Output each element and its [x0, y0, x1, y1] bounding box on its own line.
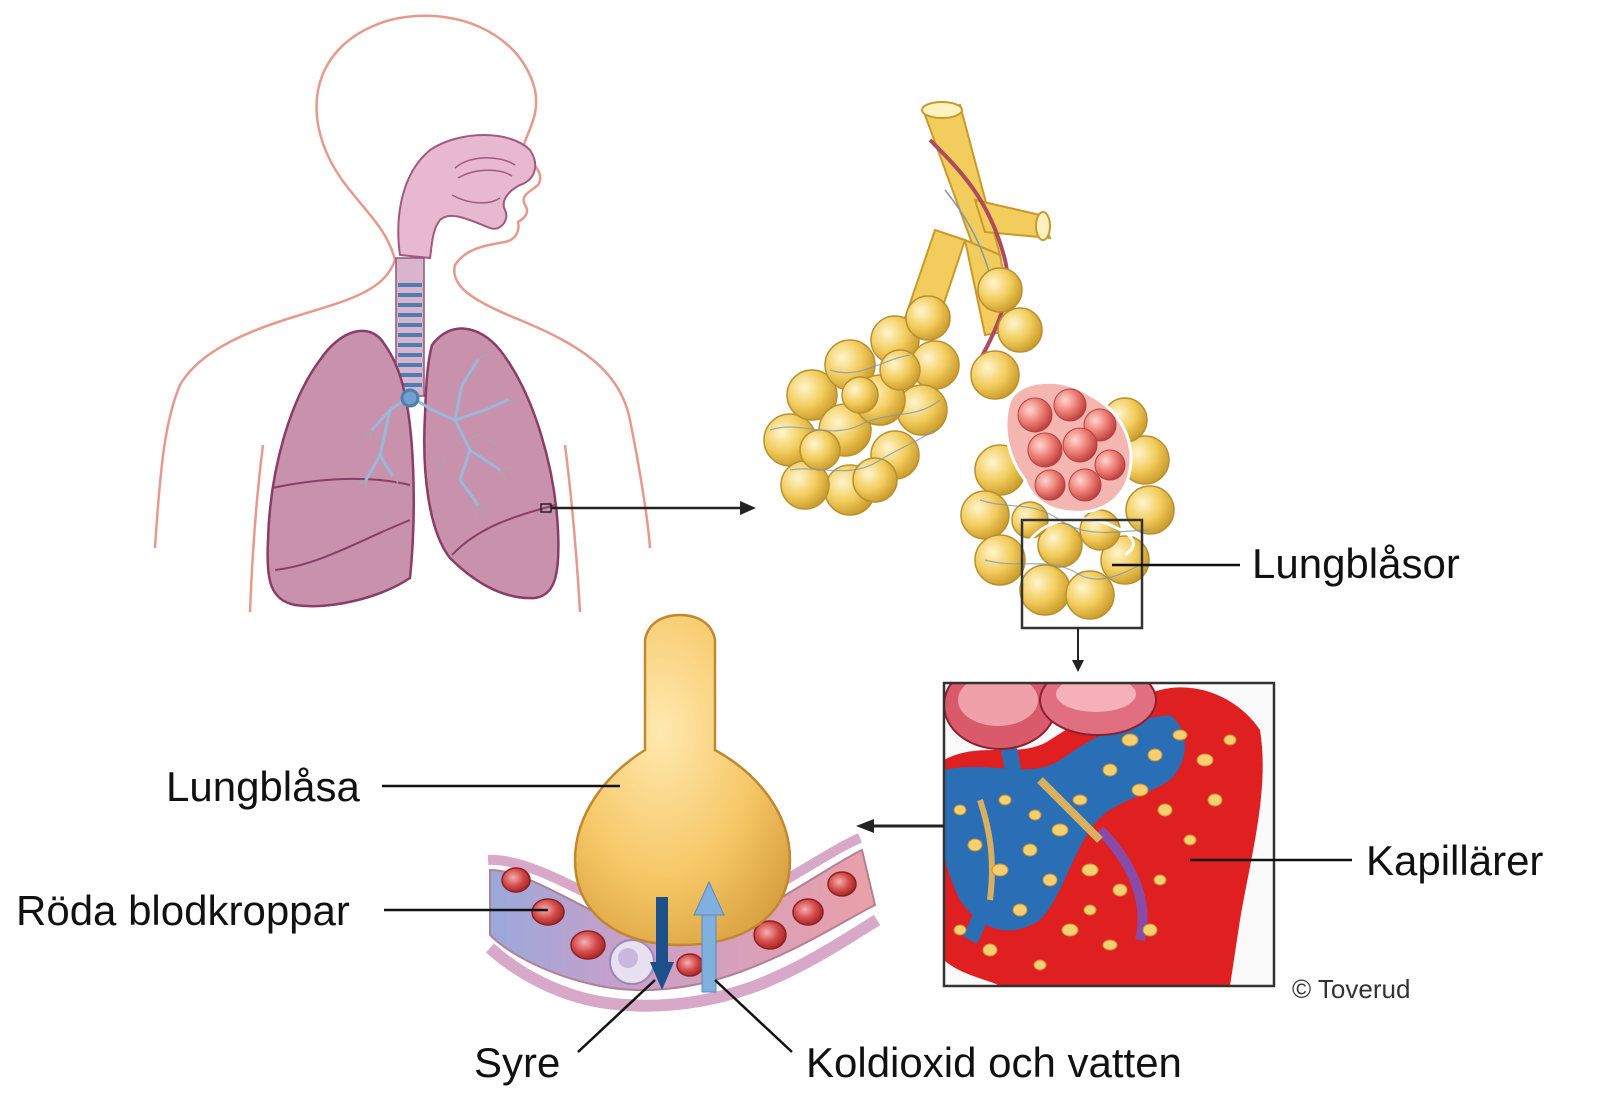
- capillary-detail: [856, 661, 1352, 986]
- arm-left-line: [250, 445, 263, 612]
- copyright-credit: © Toverud: [1292, 976, 1410, 1002]
- human-figure: [155, 16, 756, 612]
- label-syre: Syre: [474, 1042, 560, 1084]
- white-blood-cell: [610, 940, 654, 984]
- alveolus-sac: [575, 615, 790, 945]
- alveoli-cluster-left: [764, 296, 959, 515]
- arrow-lung-to-alveoli-head: [740, 501, 756, 515]
- arrow-capillary-to-sac-head: [856, 819, 874, 833]
- label-koldioxid: Koldioxid och vatten: [806, 1042, 1182, 1084]
- label-roda-blodkroppar: Röda blodkroppar: [16, 890, 350, 932]
- alveolus-exchange: [382, 615, 877, 1052]
- arrow-zoom-down-head: [1072, 660, 1084, 672]
- label-kapillarer: Kapillärer: [1366, 840, 1543, 882]
- label-lungblasa: Lungblåsa: [166, 766, 360, 808]
- lung-left: [268, 331, 414, 606]
- arm-right-line: [565, 445, 580, 612]
- pointer-line-syre: [578, 980, 655, 1052]
- label-lungblasor: Lungblåsor: [1252, 543, 1460, 585]
- nasal-oral-cavity: [398, 135, 535, 258]
- alveoli-clusters: [764, 102, 1240, 672]
